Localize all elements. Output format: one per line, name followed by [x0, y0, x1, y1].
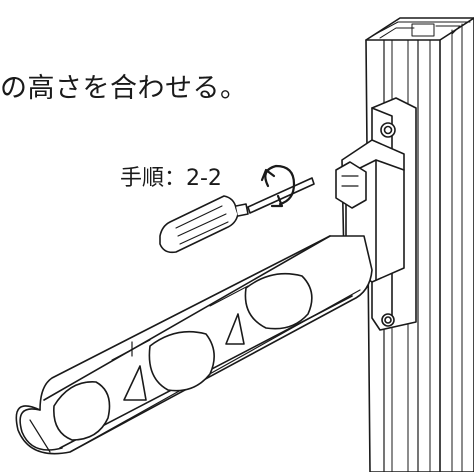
folding-arm [15, 235, 373, 455]
step-label: 手順：2-2 [120, 166, 222, 191]
instruction-caption: の高さを合わせる。 [0, 73, 248, 104]
screwdriver-icon [159, 177, 315, 254]
rotate-arrow-icon [260, 164, 296, 208]
